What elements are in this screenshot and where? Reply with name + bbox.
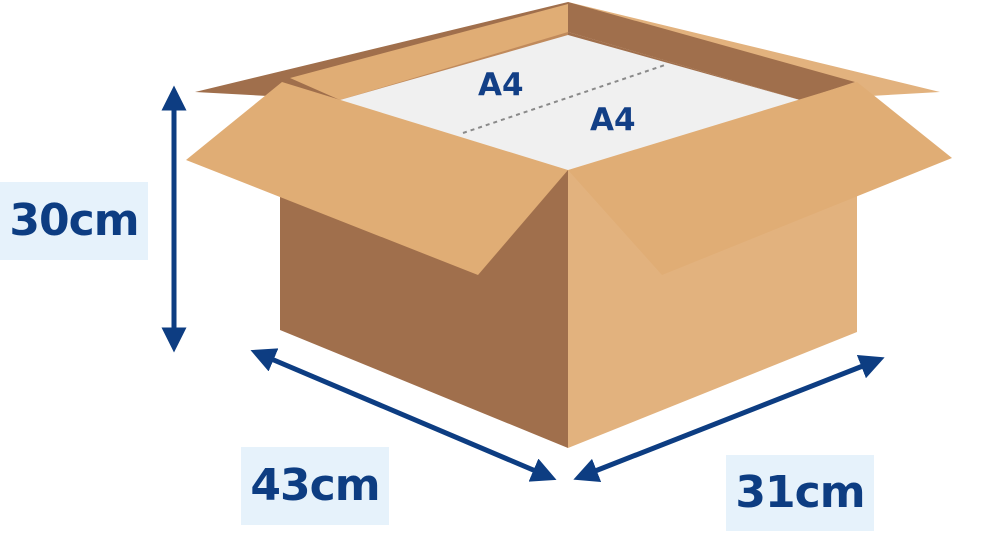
back-right-flap-shadow [568, 2, 855, 100]
back-left-flap [195, 2, 568, 100]
front-left-flap [186, 82, 568, 275]
width-label: 31cm [726, 455, 874, 531]
paper-stack [340, 35, 800, 170]
paper-divider [462, 64, 666, 134]
paper-label-front: A4 [590, 102, 636, 138]
back-right-flap [568, 2, 940, 100]
back-left-flap-highlight [290, 4, 568, 100]
width-arrow [573, 354, 885, 483]
paper-label-back: A4 [478, 67, 524, 103]
length-arrow [250, 348, 557, 482]
length-label: 43cm [241, 447, 389, 525]
front-right-flap [568, 82, 952, 275]
height-label: 30cm [0, 182, 148, 260]
